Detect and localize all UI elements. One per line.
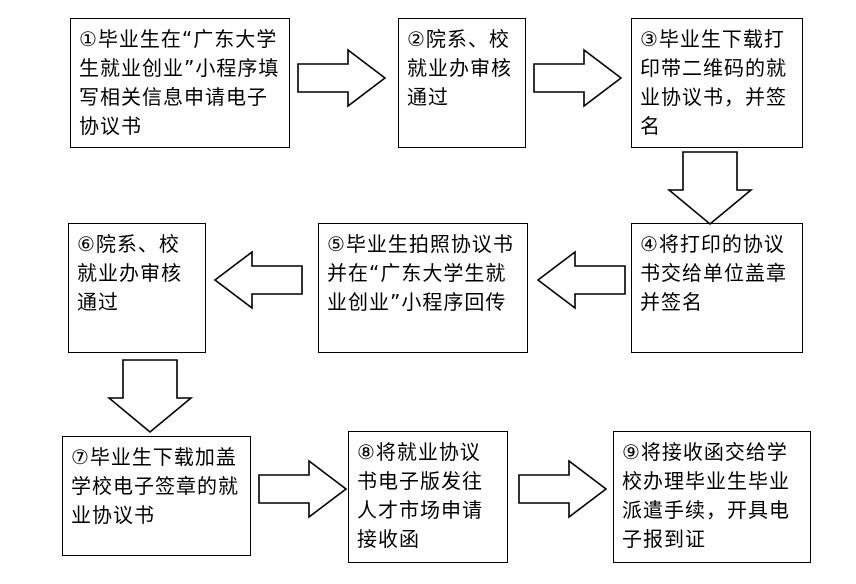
step-1-box: ①毕业生在“广东大学生就业创业”小程序填写相关信息申请电子协议书 <box>70 18 290 148</box>
step-7-box: ⑦毕业生下载加盖学校电子签章的就业协议书 <box>62 436 251 556</box>
arrow-down-icon <box>667 150 753 226</box>
arrow-right-icon <box>532 48 624 108</box>
arrow-right-icon <box>296 48 388 108</box>
arrow-down-icon <box>107 358 193 434</box>
step-6-box: ⑥院系、校就业办审核通过 <box>68 223 206 353</box>
step-8-box: ⑧将就业协议书电子版发往人才市场申请接收函 <box>348 431 508 563</box>
arrow-left-icon <box>535 250 627 310</box>
arrow-right-icon <box>517 459 609 519</box>
step-3-box: ③毕业生下载打印带二维码的就业协议书，并签名 <box>631 18 803 148</box>
arrow-right-icon <box>257 459 349 519</box>
arrow-left-icon <box>212 250 304 310</box>
step-4-box: ④将打印的协议书交给单位盖章并签名 <box>631 223 803 353</box>
step-9-box: ⑨将接收函交给学校办理毕业生毕业派遣手续，开具电子报到证 <box>613 431 811 563</box>
step-5-box: ⑤毕业生拍照协议书并在“广东大学生就业创业”小程序回传 <box>318 223 528 353</box>
step-2-box: ②院系、校就业办审核通过 <box>398 18 526 148</box>
